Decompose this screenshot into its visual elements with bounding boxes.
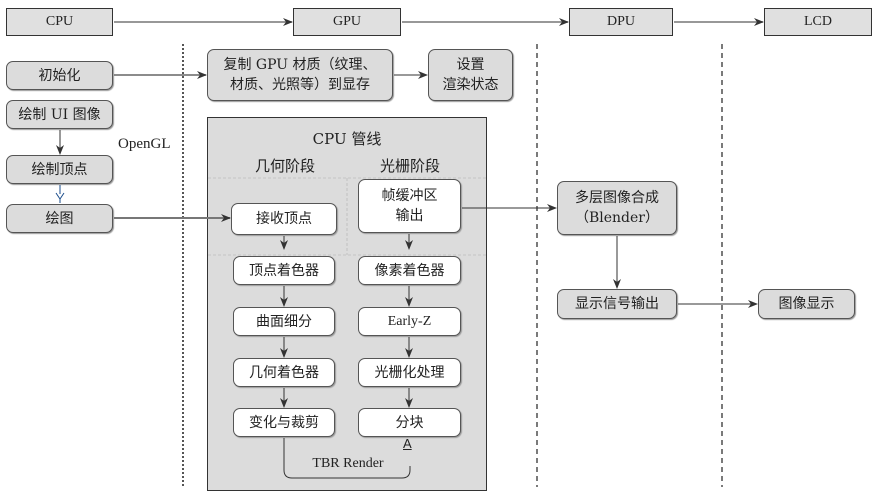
step-geometry-shader: 几何着色器 [233, 358, 335, 387]
opengl-label: OpenGL [118, 136, 171, 152]
node-copy-materials: 复制 GPU 材质（纹理、 材质、光照等）到显存 [207, 49, 393, 101]
node-draw: 绘图 [6, 204, 113, 233]
node-draw-ui: 绘制 UI 图像 [6, 100, 113, 129]
node-draw-vertices-label: 绘制顶点 [31, 161, 88, 178]
header-gpu: GPU [293, 8, 401, 36]
step-framebuffer-output-line1: 帧缓冲区 [381, 188, 438, 204]
step-vertex-shader: 顶点着色器 [233, 256, 335, 285]
node-set-render-state: 设置 渲染状态 [428, 49, 513, 101]
node-draw-label: 绘图 [45, 210, 74, 227]
pipeline-title: CPU 管线 [312, 130, 382, 148]
node-signal-output: 显示信号输出 [557, 289, 677, 319]
node-init: 初始化 [6, 61, 113, 90]
connector-vertices-draw [55, 185, 65, 203]
step-framebuffer-output-line2: 输出 [395, 208, 424, 224]
step-vertex-shader-label: 顶点着色器 [249, 262, 319, 279]
geometry-stage-label: 几何阶段 [254, 157, 315, 175]
header-dpu: DPU [569, 8, 673, 36]
node-blender-line2: （Blender） [574, 210, 659, 226]
step-pixel-shader-label: 像素着色器 [374, 262, 445, 279]
header-dpu-label: DPU [606, 14, 635, 29]
node-set-render-state-line2: 渲染状态 [442, 77, 499, 93]
step-pixel-shader: 像素着色器 [358, 256, 461, 285]
node-blender-line1: 多层图像合成 [575, 190, 659, 206]
header-lcd-label: LCD [804, 14, 832, 29]
header-cpu: CPU [6, 8, 113, 36]
node-set-render-state-line1: 设置 [456, 57, 485, 73]
step-transform-clip-label: 变化与裁剪 [249, 414, 319, 431]
tbr-render-label: TBR Render [312, 456, 384, 471]
step-transform-clip: 变化与裁剪 [233, 408, 335, 437]
step-receive-vertices: 接收顶点 [231, 203, 337, 235]
step-tessellation-label: 曲面细分 [256, 313, 312, 330]
step-framebuffer-output: 帧缓冲区 输出 [358, 179, 461, 233]
step-tessellation: 曲面细分 [233, 307, 335, 336]
tbr-marker: A [403, 436, 412, 451]
node-blender: 多层图像合成 （Blender） [557, 181, 677, 235]
step-tiling-label: 分块 [395, 414, 424, 431]
step-tiling: 分块 [358, 408, 461, 437]
step-receive-vertices-label: 接收顶点 [256, 211, 312, 227]
header-lcd: LCD [764, 8, 872, 36]
step-early-z-label: Early-Z [387, 313, 432, 329]
node-image-display: 图像显示 [758, 289, 855, 319]
node-image-display-label: 图像显示 [778, 296, 835, 312]
node-draw-vertices: 绘制顶点 [6, 155, 113, 184]
node-init-label: 初始化 [38, 67, 81, 84]
step-early-z: Early-Z [358, 307, 461, 336]
header-cpu-label: CPU [45, 14, 74, 29]
node-signal-output-label: 显示信号输出 [575, 296, 659, 312]
step-geometry-shader-label: 几何着色器 [249, 364, 319, 381]
node-draw-ui-label: 绘制 UI 图像 [18, 106, 101, 123]
header-gpu-label: GPU [332, 14, 361, 29]
step-rasterization: 光栅化处理 [358, 358, 461, 387]
raster-stage-label: 光栅阶段 [379, 157, 440, 175]
node-copy-materials-line1: 复制 GPU 材质（纹理、 [223, 57, 377, 73]
node-copy-materials-line2: 材质、光照等）到显存 [230, 77, 370, 93]
step-rasterization-label: 光栅化处理 [374, 364, 445, 381]
